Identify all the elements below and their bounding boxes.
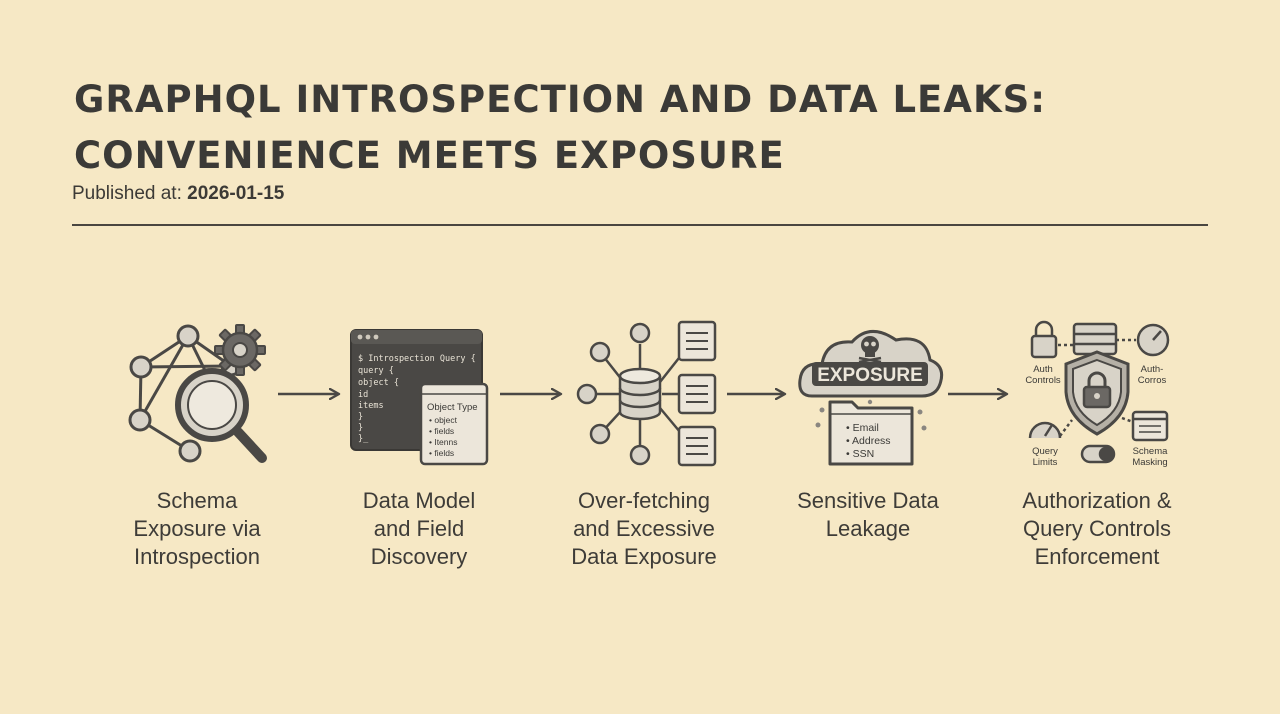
step-label-sensitive-data: Sensitive Data Leakage xyxy=(768,487,968,543)
schema-masking-label-2: Masking xyxy=(1132,457,1167,468)
popup-item-1: • object xyxy=(429,415,458,425)
step-2-line-3: Discovery xyxy=(370,544,468,569)
published-date: 2026-01-15 xyxy=(187,183,285,204)
step-label-data-model: Data Model and Field Discovery xyxy=(319,487,519,571)
code-line-7: } xyxy=(358,423,363,433)
popup-title: Object Type xyxy=(427,402,478,413)
step-label-schema-exposure: Schema Exposure via Introspection xyxy=(97,487,297,571)
auth-corros-label-2: Corros xyxy=(1138,375,1167,386)
schema-masking-label-1: Schema xyxy=(1133,446,1169,457)
auth-controls-label-2: Controls xyxy=(1025,375,1061,386)
step-1-line-1: Schema xyxy=(156,488,238,513)
title-line-2: CONVENIENCE MEETS EXPOSURE xyxy=(74,134,785,177)
code-line-1: $ Introspection Query { xyxy=(358,354,476,364)
toggle-icon xyxy=(1080,444,1116,464)
schema-magnifier-gear-icon xyxy=(128,324,267,463)
code-window-icon: $ Introspection Query { query { object {… xyxy=(350,329,489,466)
step-1-line-2: Exposure via xyxy=(133,516,261,541)
popup-item-2: • fields xyxy=(429,426,454,436)
step-5-line-2: Query Controls xyxy=(1023,516,1171,541)
step-3-line-2: and Excessive xyxy=(573,516,715,541)
schema-window-icon xyxy=(1131,410,1169,442)
auth-corros-label-1: Auth- xyxy=(1141,364,1164,375)
leak-item-ssn: • SSN xyxy=(846,448,874,460)
step-3-line-1: Over-fetching xyxy=(577,488,711,513)
popup-item-4: • fields xyxy=(429,448,454,458)
shield-lock-controls-icon xyxy=(1028,320,1170,464)
step-5-line-1: Authorization & xyxy=(1022,488,1172,513)
query-limits-gauge-icon xyxy=(1028,421,1062,439)
step-2-line-2: and Field xyxy=(373,516,465,541)
code-line-6: } xyxy=(358,412,363,422)
step-1-line-3: Introspection xyxy=(134,544,260,569)
step-4-line-1: Sensitive Data xyxy=(797,488,939,513)
divider xyxy=(72,224,1208,226)
step-4-line-2: Leakage xyxy=(825,516,911,541)
step-label-over-fetching: Over-fetching and Excessive Data Exposur… xyxy=(544,487,744,571)
published-label: Published at: xyxy=(72,183,182,204)
exposure-banner: EXPOSURE xyxy=(817,365,923,386)
auth-controls-label-1: Auth xyxy=(1033,364,1053,375)
skull-icon xyxy=(858,336,882,364)
step-5-line-3: Enforcement xyxy=(1034,544,1160,569)
page-title: GRAPHQL INTROSPECTION AND DATA LEAKS: CO… xyxy=(74,72,1214,184)
gauge-icon xyxy=(1136,323,1170,357)
query-limits-label-2: Limits xyxy=(1033,457,1058,468)
step-3-line-3: Data Exposure xyxy=(571,544,717,569)
query-limits-label-1: Query xyxy=(1032,446,1058,457)
code-line-8: }_ xyxy=(358,434,369,444)
code-line-2: query { xyxy=(358,366,394,376)
code-line-3: object { xyxy=(358,378,399,388)
database-fanout-icon xyxy=(576,320,717,467)
code-line-4: id xyxy=(358,390,368,400)
title-line-1: GRAPHQL INTROSPECTION AND DATA LEAKS: xyxy=(74,78,1047,121)
popup-item-3: • Itenns xyxy=(429,437,458,447)
leak-item-email: • Email xyxy=(846,422,879,434)
exposure-cloud-folder-icon: EXPOSURE • Email • Address • SSN xyxy=(798,330,944,466)
step-2-line-1: Data Model xyxy=(362,488,476,513)
step-label-authorization: Authorization & Query Controls Enforceme… xyxy=(997,487,1197,571)
code-line-5: items xyxy=(358,401,384,411)
published-at: Published at: 2026-01-15 xyxy=(72,183,284,205)
padlock-icon xyxy=(1030,320,1058,359)
leak-item-address: • Address xyxy=(846,435,891,447)
